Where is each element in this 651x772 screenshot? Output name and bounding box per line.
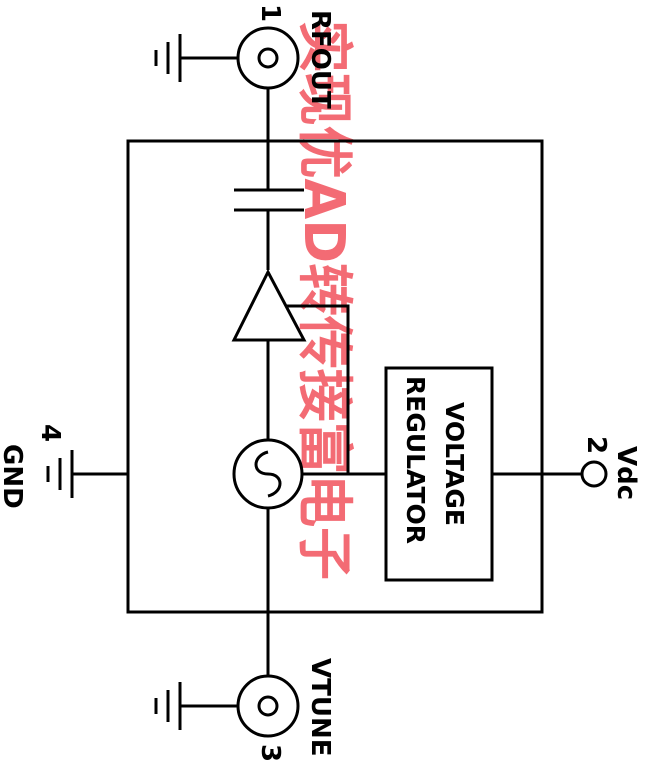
- vtune-connector-outer: [236, 674, 300, 738]
- gnd-ground-icon: [46, 450, 74, 498]
- circuit: [46, 26, 608, 738]
- vtune-ground-icon: [154, 682, 182, 730]
- rfout-connector-outer: [236, 26, 300, 90]
- rfout-label: RFOUT: [305, 10, 335, 109]
- gnd-pin-number: 4: [35, 424, 65, 442]
- labels: 1 RFOUT VOLTAGE REGULATOR 2 Vdc 4 GND VT…: [0, 4, 641, 762]
- watermark: 实现优AD转传接富电子: [291, 20, 356, 580]
- rfout-ground-icon: [154, 34, 182, 82]
- vtune-connector-inner: [257, 695, 279, 717]
- rfout-pin-number: 1: [255, 4, 285, 22]
- vtune-label: VTUNE: [305, 658, 335, 757]
- regulator-label-line1: VOLTAGE: [440, 402, 469, 526]
- regulator-label-line2: REGULATOR: [401, 376, 430, 544]
- amp-bias-wire: [287, 304, 350, 474]
- vdc-pin-terminal: [580, 460, 608, 488]
- vdc-label: Vdc: [611, 446, 641, 500]
- chip-outline: [126, 139, 544, 614]
- rfout-connector-inner: [257, 47, 279, 69]
- vdc-pin-number: 2: [581, 436, 611, 454]
- gnd-label: GND: [0, 444, 27, 509]
- oscillator-wave-icon: [254, 450, 282, 498]
- watermark-text: 实现优AD转传接富电子: [291, 20, 356, 580]
- vtune-pin-number: 3: [255, 744, 285, 762]
